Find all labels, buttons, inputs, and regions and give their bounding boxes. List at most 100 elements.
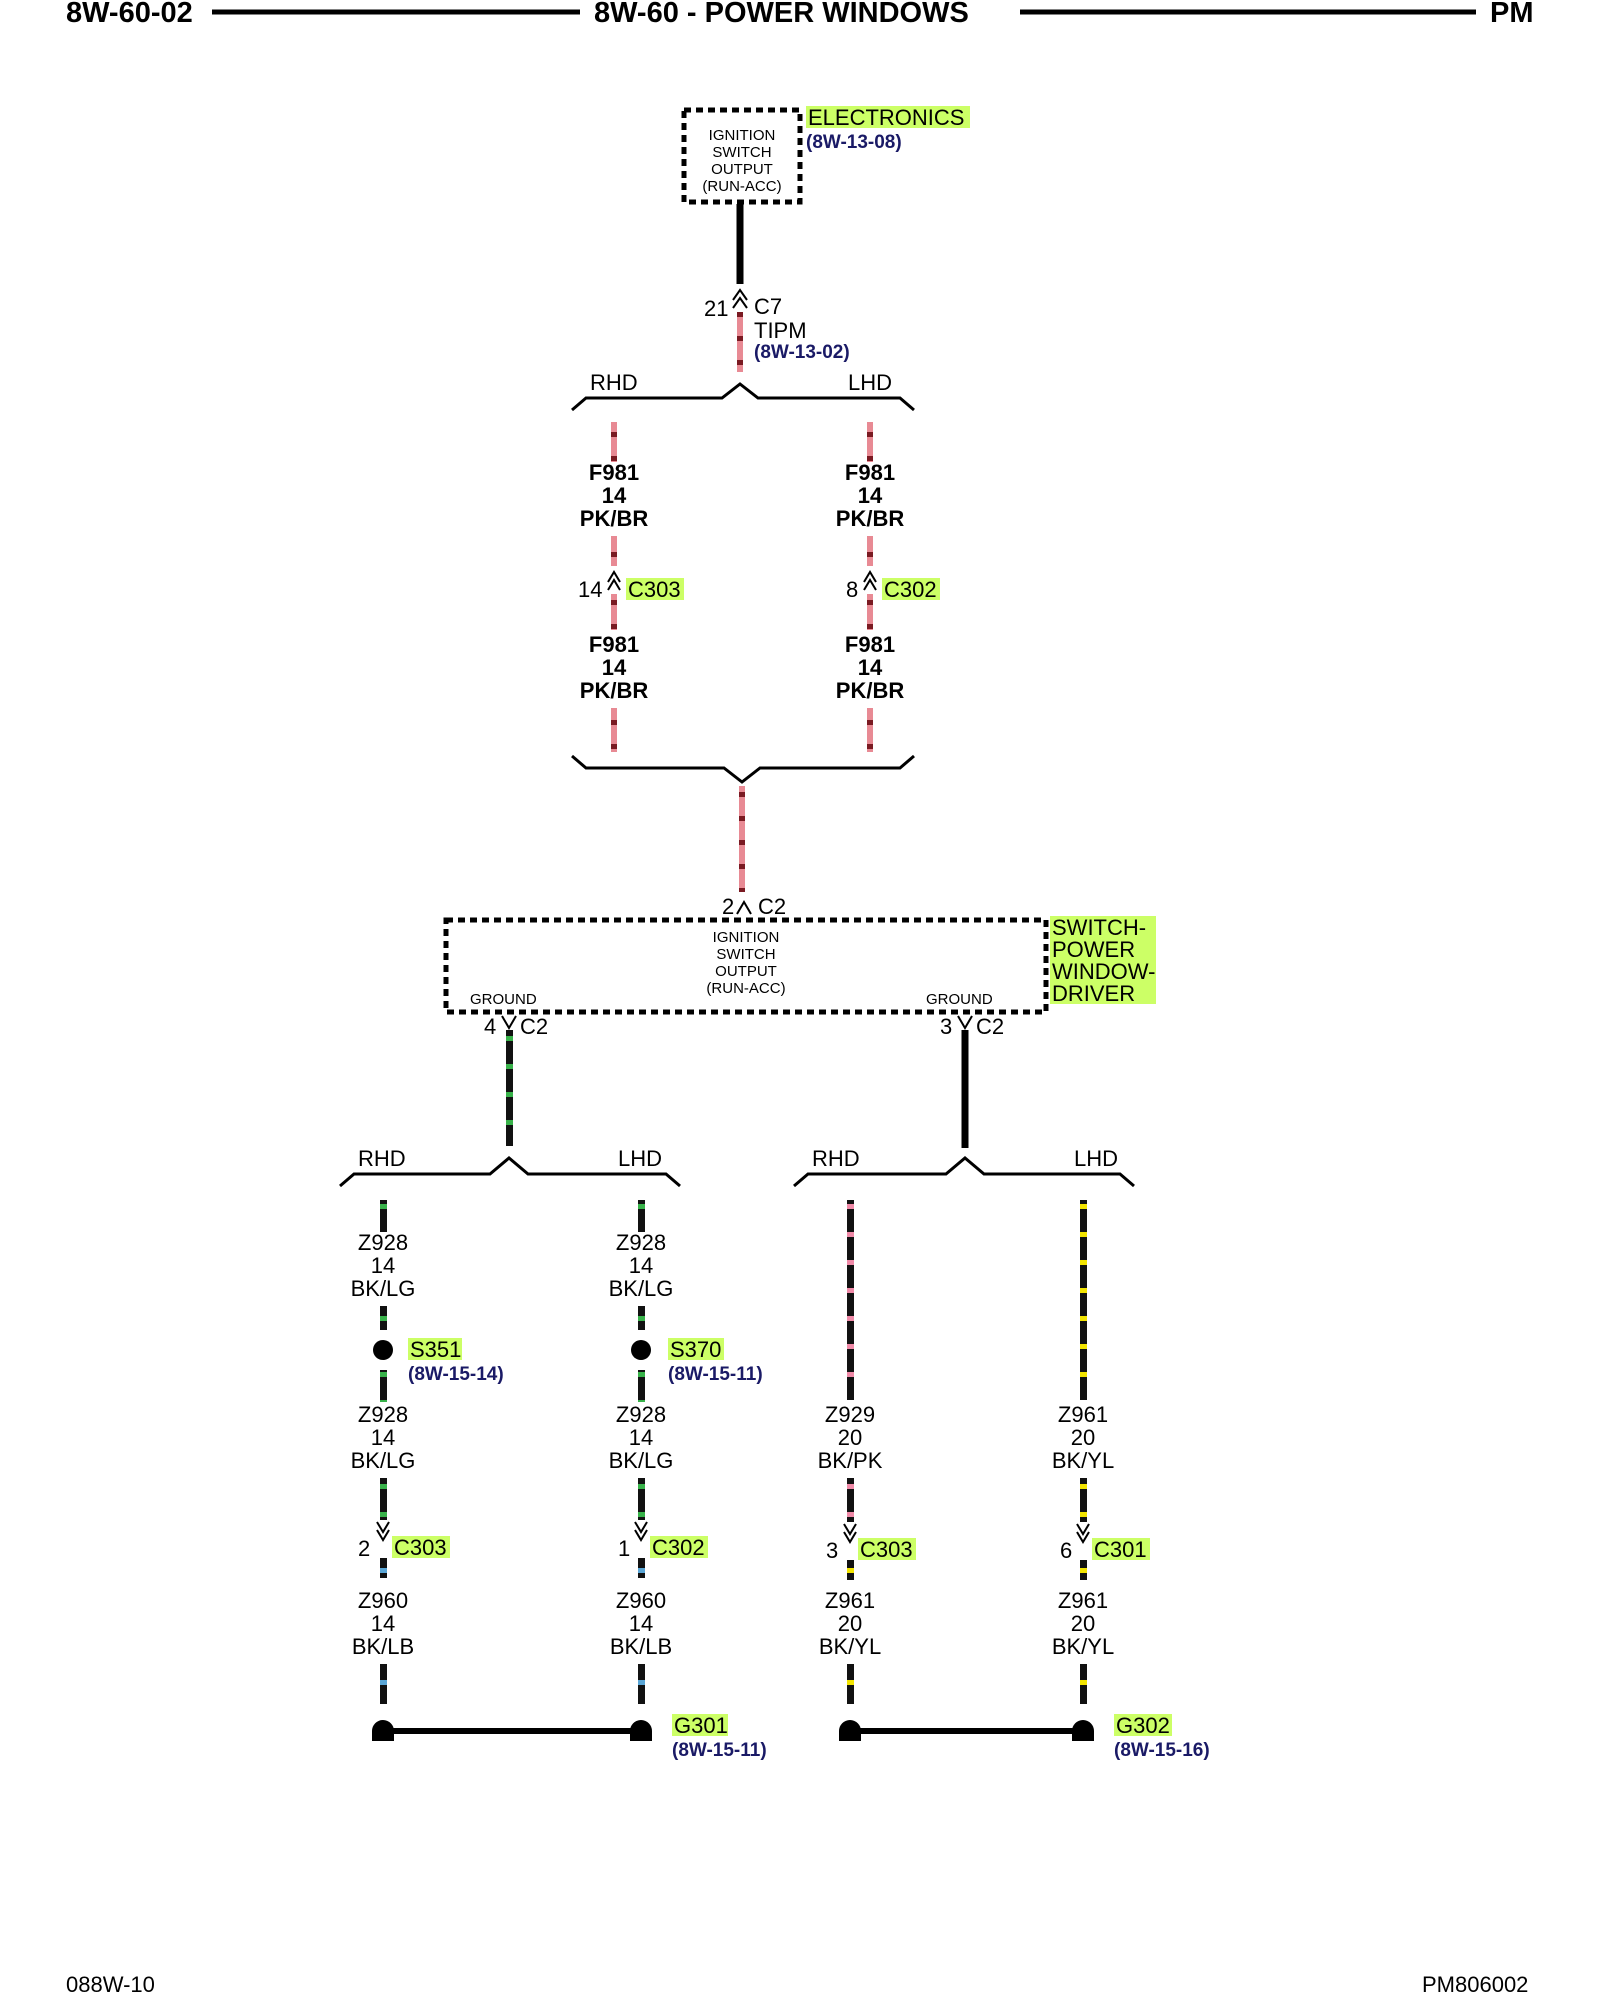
c302-upper-pin: 8 — [846, 577, 858, 602]
electronics-component: IGNITION SWITCH OUTPUT (RUN-ACC) ELECTRO… — [681, 105, 970, 205]
wire-f981-ur-2 — [867, 536, 873, 566]
electronics-highlight — [806, 106, 970, 128]
wire-lla1-color: BK/LG — [351, 1276, 416, 1301]
wire-lla3-code: Z960 — [358, 1588, 408, 1613]
wire-llb1-gauge: 14 — [629, 1253, 653, 1278]
switch-line-2: SWITCH — [716, 946, 775, 963]
switch-right-pin: 3 — [940, 1014, 952, 1039]
wire-llb1-color: BK/LG — [609, 1276, 674, 1301]
ground-g302: G302 (8W-15-16) — [839, 1713, 1210, 1761]
lower-right-rhd: RHD — [812, 1146, 860, 1171]
switch-left-pin: 4 — [484, 1014, 496, 1039]
wire-lrb1-gauge: 20 — [1071, 1425, 1095, 1450]
wire-z960-a-1 — [380, 1558, 387, 1578]
switch-line-1: IGNITION — [713, 929, 780, 946]
switch-name-highlight — [1050, 916, 1156, 1004]
lower-right-bracket — [793, 1156, 1135, 1188]
wire-f981-ul-2 — [611, 536, 617, 566]
c302-upper-highlight — [882, 578, 940, 600]
wire-lrb1-code: Z961 — [1058, 1402, 1108, 1427]
tipm-name: TIPM — [754, 318, 807, 343]
wire-ur2-gauge: 14 — [858, 655, 883, 680]
connector-c7-symbol — [732, 288, 748, 309]
wire-z961-b-2 — [1080, 1478, 1087, 1522]
electronics-line-1: IGNITION — [709, 127, 776, 144]
wire-lla1-code: Z928 — [358, 1230, 408, 1255]
c301-pin: 6 — [1060, 1538, 1072, 1563]
wire-z928-a-3 — [380, 1370, 387, 1402]
wire-llb1-code: Z928 — [616, 1230, 666, 1255]
electronics-ref: (8W-13-08) — [806, 132, 902, 153]
ground-g301-highlight — [672, 1714, 728, 1736]
electronics-line-3: OUTPUT — [711, 161, 773, 178]
splice-s370-highlight — [668, 1338, 724, 1360]
lower-right-a-branch: Z929 20 BK/PK 3 C303 Z961 20 BK/YL — [818, 1200, 916, 1704]
c303-upper-pin: 14 — [578, 577, 602, 602]
switch-box — [443, 917, 1049, 1015]
connector-c2-left-symbol — [501, 1015, 517, 1030]
switch-line-4: (RUN-ACC) — [706, 980, 785, 997]
wire-z928-a-4 — [380, 1478, 387, 1520]
wire-z929-1 — [847, 1200, 854, 1400]
connector-c302-lower-symbol — [634, 1521, 648, 1542]
wire-f981-ul-4 — [611, 708, 617, 752]
upper-branch-bracket — [571, 382, 915, 412]
wire-z928-b-3 — [638, 1370, 645, 1402]
footer-right: PM806002 — [1422, 1972, 1528, 1997]
wire-f981-ul-1 — [611, 422, 617, 462]
switch-top-connector: C2 — [758, 894, 786, 919]
c7-pin: 21 — [704, 296, 728, 321]
connector-c2-top-symbol — [736, 900, 752, 915]
switch-top-pin: 2 — [722, 894, 734, 919]
switch-name-4: DRIVER — [1052, 981, 1135, 1006]
c303-right-highlight — [858, 1538, 916, 1560]
connector-c2-right-symbol — [957, 1015, 973, 1030]
wire-lrb2-code: Z961 — [1058, 1588, 1108, 1613]
ground-g301-right-terminal — [630, 1720, 652, 1741]
lower-left-b-branch: Z928 14 BK/LG S370 (8W-15-11) Z928 14 BK… — [609, 1200, 763, 1704]
wire-f981-ur-3 — [867, 594, 873, 630]
c303-upper-highlight — [626, 578, 684, 600]
splice-s351-ref: (8W-15-14) — [408, 1364, 504, 1385]
wire-z960-a-2 — [380, 1664, 387, 1704]
electronics-line-4: (RUN-ACC) — [702, 178, 781, 195]
wire-z928-a-1 — [380, 1200, 387, 1232]
wire-lra2-color: BK/YL — [819, 1634, 881, 1659]
splice-s351-highlight — [408, 1338, 462, 1360]
electronics-name: ELECTRONICS — [808, 105, 964, 130]
c301-name: C301 — [1094, 1537, 1147, 1562]
connector-c303-upper-symbol — [607, 570, 621, 591]
wire-ul2-gauge: 14 — [602, 655, 627, 680]
wire-lla3-color: BK/LB — [352, 1634, 414, 1659]
wire-f981-trunk — [737, 312, 743, 372]
wire-z928-b-2 — [638, 1306, 645, 1330]
wire-z961-b-4 — [1080, 1664, 1087, 1704]
connector-c302-upper-symbol — [863, 570, 877, 591]
switch-name-3: WINDOW- — [1052, 959, 1155, 984]
wire-ul2-code: F981 — [589, 632, 639, 657]
wire-z928-b-4 — [638, 1478, 645, 1520]
wire-lrb1-color: BK/YL — [1052, 1448, 1114, 1473]
wire-lla2-color: BK/LG — [351, 1448, 416, 1473]
ground-g301-ref: (8W-15-11) — [672, 1740, 767, 1761]
header-right: PM — [1490, 0, 1534, 29]
wire-z961-b-3 — [1080, 1560, 1087, 1580]
splice-s370-dot — [631, 1340, 651, 1360]
upper-right-branch: F981 14 PK/BR 8 C302 F981 14 PK/BR — [836, 422, 940, 752]
ground-g302-right-terminal — [1072, 1720, 1094, 1741]
c303-lower-highlight — [392, 1536, 450, 1558]
merge-bracket — [571, 754, 915, 784]
wire-lrb2-color: BK/YL — [1052, 1634, 1114, 1659]
switch-component: 2 C2 IGNITION SWITCH OUTPUT (RUN-ACC) GR… — [443, 894, 1156, 1039]
wire-z928-a-2 — [380, 1306, 387, 1330]
c303-lower-name: C303 — [394, 1535, 447, 1560]
upper-rhd-label: RHD — [590, 370, 638, 395]
c302-lower-pin: 1 — [618, 1536, 630, 1561]
wire-ul2-color: PK/BR — [580, 678, 649, 703]
wire-llb3-color: BK/LB — [610, 1634, 672, 1659]
wire-z961-a-1 — [847, 1560, 854, 1580]
connector-c303-right-symbol — [843, 1523, 857, 1544]
switch-line-3: OUTPUT — [715, 963, 777, 980]
c303-right-name: C303 — [860, 1537, 913, 1562]
